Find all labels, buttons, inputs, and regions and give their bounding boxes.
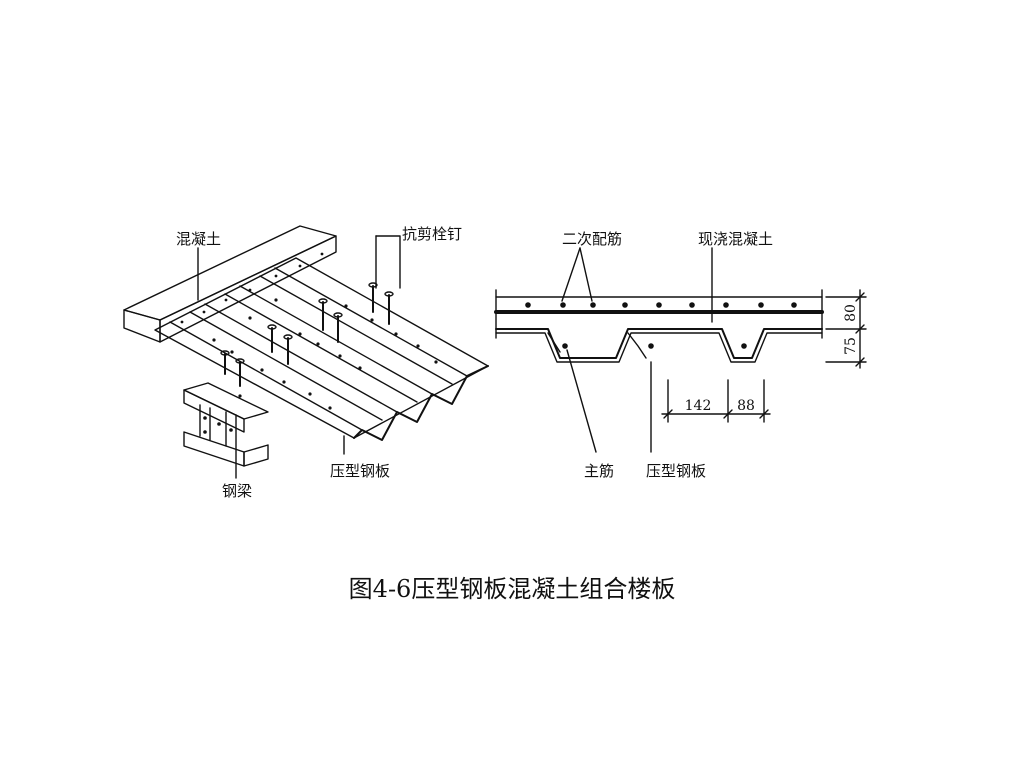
horizontal-dimensions: 142 88 bbox=[661, 379, 771, 423]
figure-caption: 图4-6压型钢板混凝土组合楼板 bbox=[349, 575, 676, 603]
steel-deck-label-left: 压型钢板 bbox=[330, 462, 390, 480]
isometric-view: 混凝土 抗剪栓钉 压型钢板 钢梁 bbox=[123, 225, 489, 500]
vertical-dimensions: 80 75 bbox=[825, 289, 867, 369]
concrete-label: 混凝土 bbox=[176, 230, 221, 248]
secondary-rebar-label: 二次配筋 bbox=[562, 230, 622, 248]
shear-studs-drawing bbox=[220, 282, 394, 387]
rib-width-dim: 88 bbox=[737, 398, 755, 414]
steel-deck-drawing bbox=[154, 257, 489, 441]
steel-beam-drawing bbox=[183, 382, 269, 467]
steel-deck-label-right: 压型钢板 bbox=[646, 462, 706, 480]
rib-pitch-dim: 142 bbox=[685, 398, 712, 414]
rib-depth-dim: 75 bbox=[843, 337, 859, 355]
shear-stud-label: 抗剪栓钉 bbox=[402, 225, 462, 243]
cast-concrete-label: 现浇混凝土 bbox=[698, 230, 773, 248]
cross-section-view: 二次配筋 现浇混凝土 主筋 压型钢板 80 75 142 88 bbox=[494, 230, 867, 480]
main-rebar-label: 主筋 bbox=[584, 462, 614, 480]
main-rebar-dots bbox=[562, 343, 747, 349]
secondary-rebar-dots bbox=[525, 302, 797, 308]
slab-thickness-dim: 80 bbox=[843, 304, 859, 322]
concrete-slab-drawing bbox=[123, 225, 337, 343]
steel-beam-label: 钢梁 bbox=[222, 482, 252, 500]
